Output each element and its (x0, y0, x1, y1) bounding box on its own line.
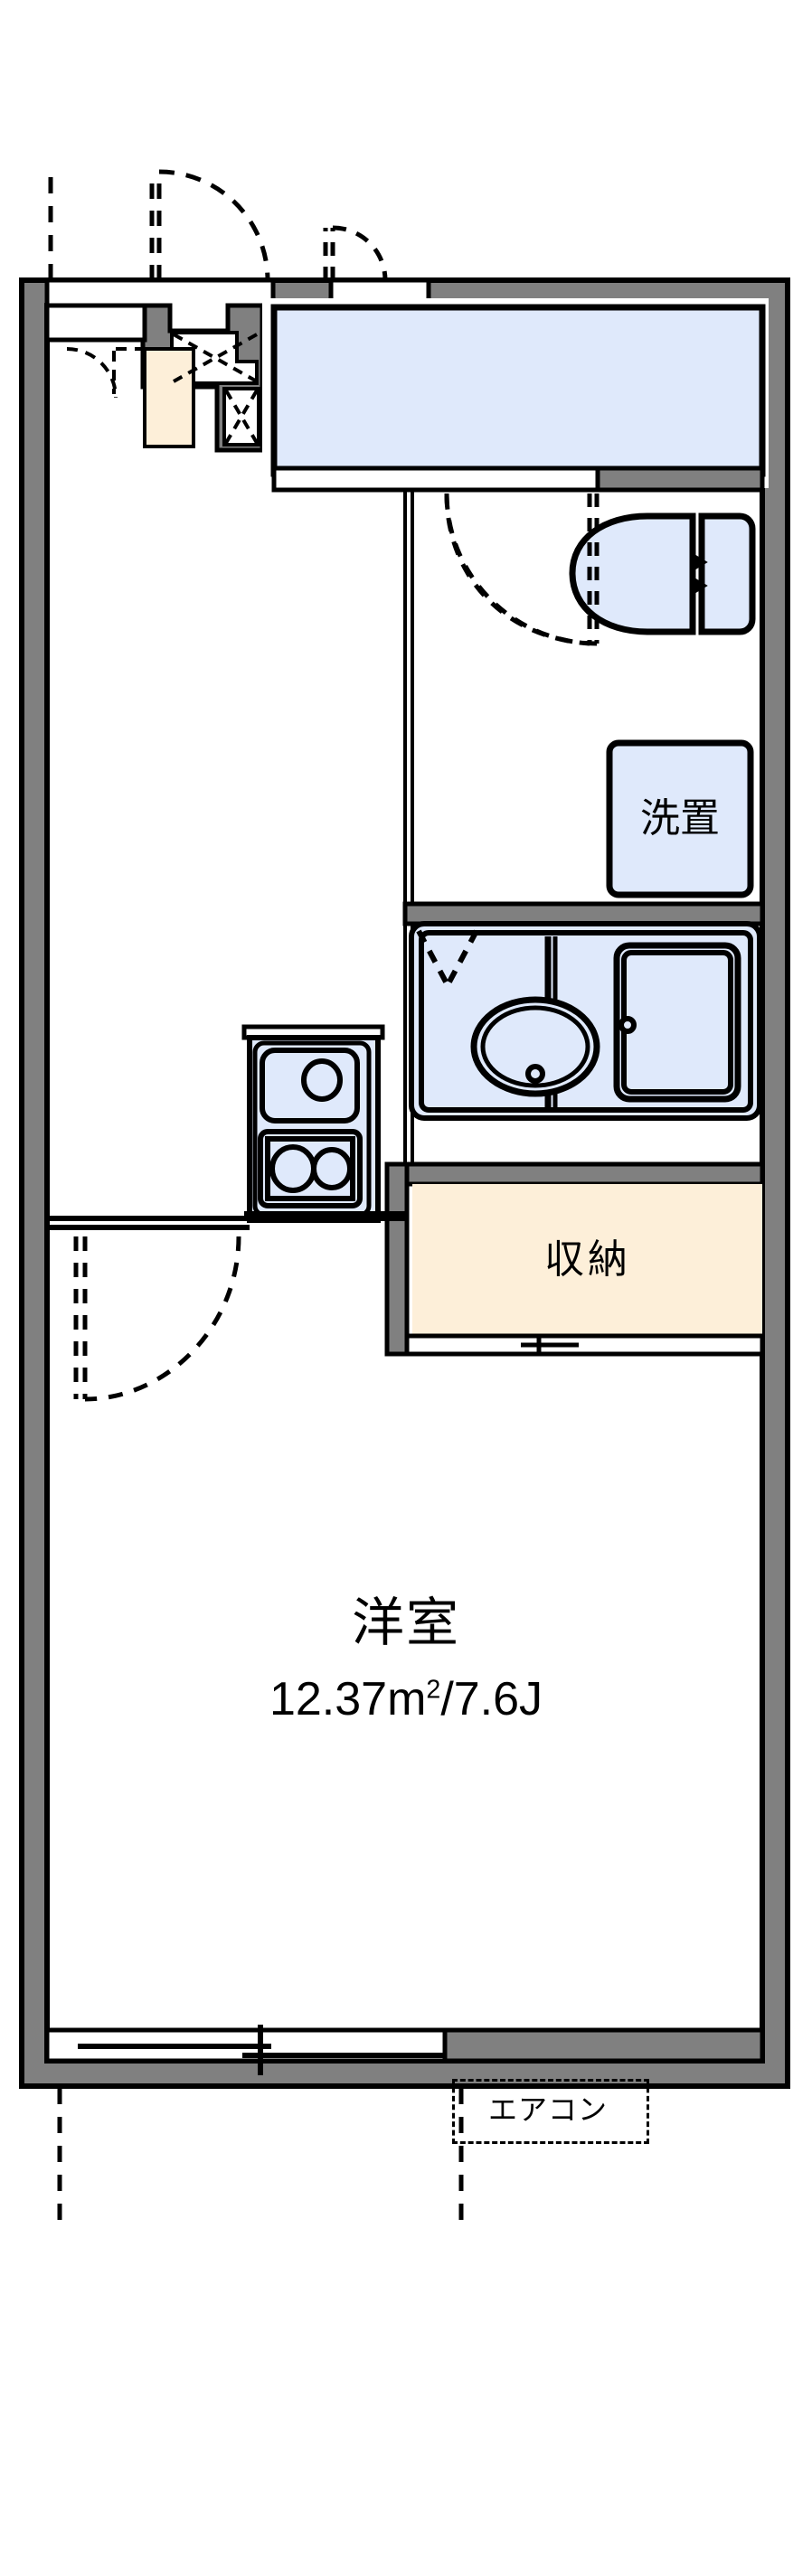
area-superscript: 2 (426, 1675, 441, 1705)
area-value: 12.37m (269, 1673, 427, 1725)
laundry-label: 洗置 (640, 795, 720, 841)
aircon-label: エアコン (487, 2092, 609, 2127)
hall-window-left (44, 303, 147, 343)
balcony-window (44, 2025, 765, 2075)
entrance-door-swing-left (149, 169, 270, 281)
washbasin (470, 936, 600, 1110)
washroom-walls (595, 465, 765, 493)
bath-folding-door (416, 929, 479, 987)
kitchen-unit (241, 1024, 385, 1223)
storage-closet (384, 1161, 765, 1357)
hall-door-swing (66, 347, 143, 399)
laundry-space (606, 739, 754, 898)
area-rest: /7.6J (440, 1673, 543, 1725)
room-area-label: 12.37m2/7.6J (269, 1676, 543, 1723)
page-title: 洋室 (351, 1592, 461, 1653)
room-door-swing (73, 1236, 241, 1402)
bathtub (613, 942, 741, 1103)
toilet-bowl (569, 512, 756, 635)
storage-sliding-marks (521, 1336, 579, 1354)
porch-door-swing (323, 225, 388, 281)
storage-label: 収納 (544, 1236, 631, 1283)
genkan-detail (136, 298, 271, 454)
toilet-door-opening (271, 465, 600, 493)
balcony-dashed-lines (57, 2088, 464, 2225)
entrance-openings (44, 277, 431, 310)
toilet-room-box (262, 298, 769, 488)
aircon-box (452, 2079, 649, 2144)
washroom-door-arc (444, 493, 590, 646)
